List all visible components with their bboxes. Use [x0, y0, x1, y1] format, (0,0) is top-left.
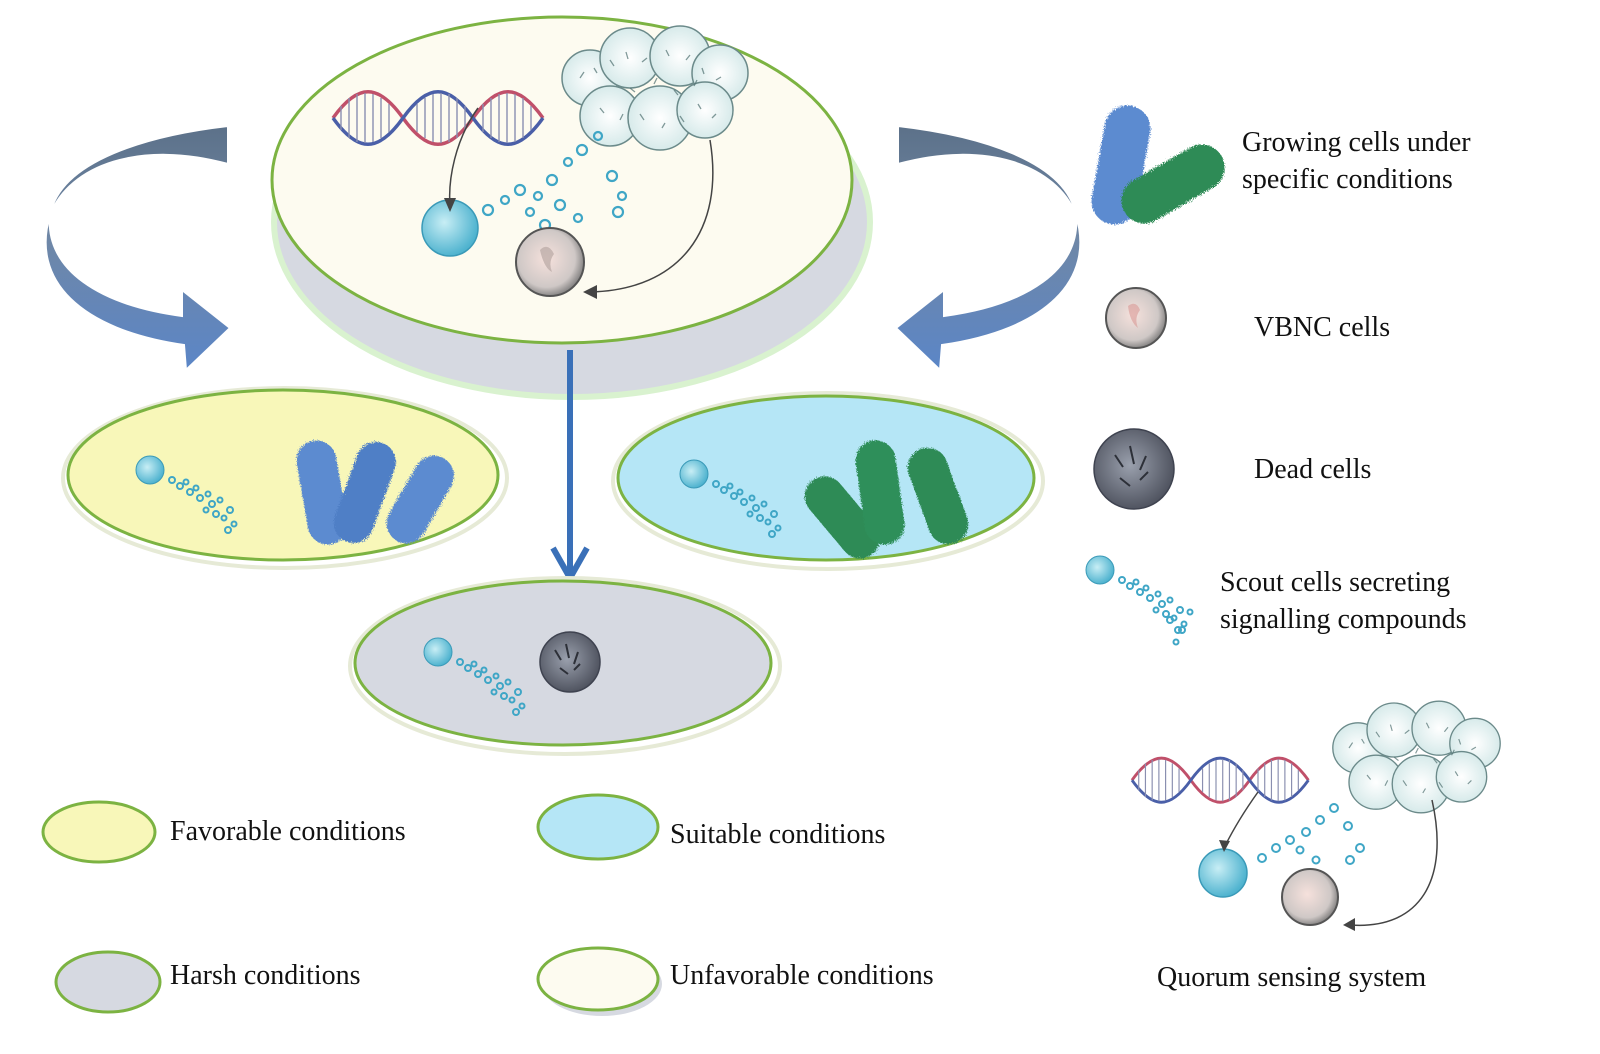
- right-curved-arrow: [894, 124, 1082, 373]
- legend-scout-label: Scout cells secreting signalling compoun…: [1220, 567, 1467, 635]
- legend-growing-icon: [1091, 105, 1225, 225]
- quorum-scout-icon: [1198, 803, 1365, 898]
- top-arrow-dna-to-scout: [448, 107, 479, 206]
- favorable-ellipse: [61, 386, 509, 570]
- legend-favorable-swatch: [41, 800, 157, 864]
- legend-dead-icon: [1093, 428, 1175, 510]
- harsh-dead-cell-icon: [539, 631, 601, 693]
- legend-suitable-swatch: [536, 793, 660, 861]
- left-curved-arrow: [44, 124, 232, 373]
- legend-vbnc-icon: [1105, 287, 1167, 349]
- quorum-dna-icon: [1130, 756, 1310, 804]
- legend-unfavorable-swatch: [536, 946, 662, 1016]
- harsh-ellipse: [348, 576, 782, 756]
- legend-scout-icon: [1085, 555, 1194, 646]
- legend-unfavorable-label: Unfavorable conditions: [670, 960, 934, 991]
- quorum-vbnc-icon: [1281, 868, 1339, 926]
- quorum-caption: Quorum sensing system: [1157, 962, 1427, 993]
- top-quorum-ellipse: [270, 15, 873, 400]
- legend-harsh-label: Harsh conditions: [170, 960, 361, 991]
- top-arrow-biofilm-to-vbnc: [589, 139, 714, 293]
- suitable-green-rods-icon: [804, 440, 969, 559]
- quorum-biofilm-icon: [1332, 700, 1501, 814]
- top-vbnc-cell-icon: [515, 227, 585, 297]
- quorum-sensing-graphic: [1130, 700, 1501, 931]
- legend-suitable-label: Suitable conditions: [670, 819, 886, 850]
- legend-dead-label: Dead cells: [1254, 454, 1372, 485]
- top-scout-cell-icon: [421, 130, 628, 257]
- favorable-blue-rods-icon: [296, 440, 454, 545]
- suitable-ellipse: [611, 391, 1045, 571]
- legend-vbnc-label: VBNC cells: [1254, 312, 1391, 343]
- legend-harsh-swatch: [54, 950, 162, 1014]
- legend-growing-label: Growing cells under specific conditions: [1242, 127, 1471, 195]
- legend-favorable-label: Favorable conditions: [170, 816, 406, 847]
